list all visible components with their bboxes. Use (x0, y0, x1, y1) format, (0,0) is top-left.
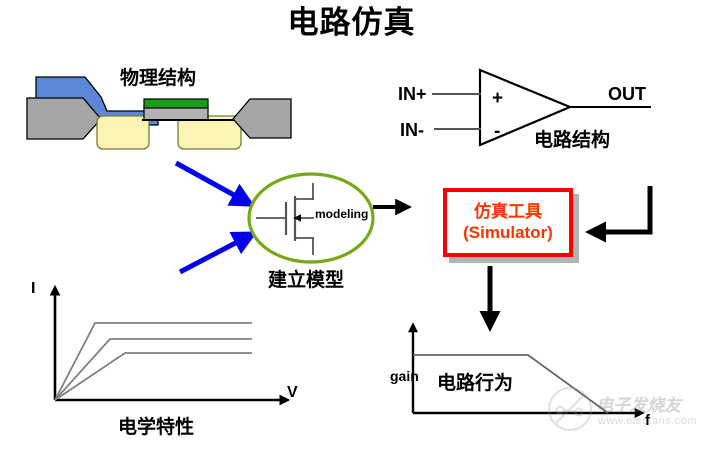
opamp-output-label: OUT (608, 84, 646, 104)
opamp-plus-terminal-label: + (492, 88, 504, 109)
right-yellow-oxide (177, 115, 242, 150)
left-yellow-oxide (96, 115, 150, 150)
opamp-input-plus-label: IN+ (398, 84, 427, 104)
left-gray-contact (26, 97, 102, 140)
physical-structure-graphic (26, 76, 292, 150)
circuit-structure-label: 电路结构 (534, 129, 611, 151)
simulator-label-cn: 仿真工具 (474, 201, 542, 222)
right-gray-contact (232, 98, 292, 139)
iv-curve-low (54, 352, 252, 401)
blue-arrow-from-iv-curve (178, 231, 258, 275)
gain-chart-y-axis-label: gain (390, 368, 419, 384)
page-title: 电路仿真 (287, 5, 416, 41)
opamp-minus-terminal-label: - (494, 121, 501, 142)
simulator-box[interactable]: 仿真工具 (Simulator) (443, 188, 573, 257)
iv-chart-x-axis-label: V (287, 384, 298, 401)
electrical-characteristics-label: 电学特性 (118, 416, 195, 438)
blue-arrow-from-structure (174, 160, 256, 207)
opamp-input-minus-label: IN- (400, 120, 424, 140)
blue-arrows-group (174, 160, 258, 275)
gain-chart-x-axis-label: f (645, 412, 650, 429)
gain-rolloff-curve (413, 354, 609, 414)
modeling-label: modeling (315, 207, 369, 221)
gate-stack-green (143, 98, 209, 109)
physical-structure-label: 物理结构 (120, 67, 197, 89)
iv-curve-high (54, 322, 252, 401)
model-ellipse-graphic (247, 172, 375, 264)
arrow-opamp-to-simulator (585, 186, 653, 243)
iv-curve-mid (54, 338, 252, 401)
iv-chart-graphic (49, 284, 291, 406)
circuit-behavior-label: 电路行为 (437, 372, 514, 394)
simulator-label-en: (Simulator) (463, 222, 553, 242)
build-model-label: 建立模型 (268, 269, 345, 291)
opamp-triangle (478, 68, 573, 147)
gain-chart-graphic (407, 322, 645, 419)
iv-chart-y-axis-label: I (31, 280, 36, 297)
opamp-graphic (432, 68, 651, 147)
